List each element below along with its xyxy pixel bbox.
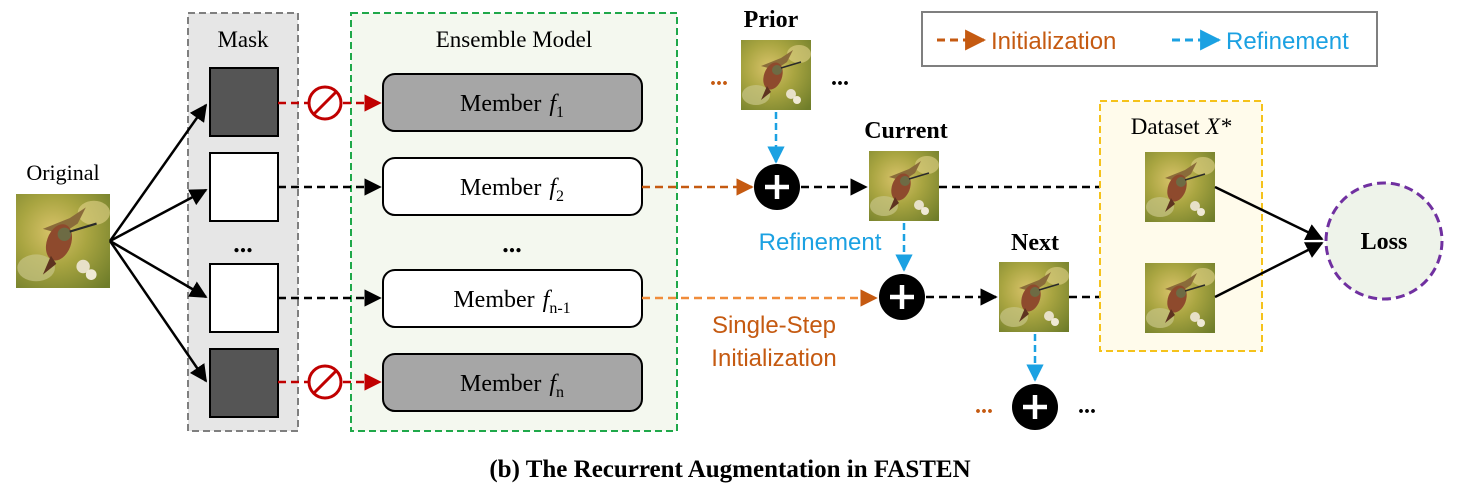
- arrow-orig-mask-1: [108, 103, 208, 242]
- arrow-orig-mask-3: [109, 239, 208, 299]
- original-image: [16, 194, 110, 288]
- next-label: Next: [1011, 230, 1059, 256]
- ensemble-ellipsis: ...: [502, 229, 522, 258]
- mask-ellipsis: ...: [233, 229, 253, 258]
- single-step-label-2: Initialization: [711, 345, 836, 372]
- mask-square-1: [209, 67, 279, 137]
- loss-block: Loss: [1214, 181, 1444, 301]
- original-to-mask-arrows: [108, 103, 208, 383]
- arrow-dataset1-loss: [1214, 185, 1324, 241]
- mask-square-3: [209, 263, 279, 333]
- blocked-icon-2: [307, 364, 343, 400]
- ensemble-title: Ensemble Model: [436, 27, 593, 52]
- plus-node-3: ... ...: [975, 384, 1096, 430]
- arrow-orig-mask-4: [108, 240, 208, 383]
- blocked-icon-1: [307, 85, 343, 121]
- arrow-orig-mask-2: [109, 188, 208, 243]
- next-image: [999, 262, 1069, 332]
- prior-right-ellipsis: ...: [831, 65, 849, 91]
- original-block: Original: [16, 160, 110, 288]
- figure-caption: (b) The Recurrent Augmentation in FASTEN: [489, 456, 970, 483]
- prior-image: [741, 40, 811, 110]
- plus3-right-ellipsis: ...: [1078, 393, 1096, 419]
- current-image: [869, 151, 939, 221]
- dataset-image-2: [1145, 263, 1215, 333]
- mask-title: Mask: [217, 27, 269, 52]
- prior-label: Prior: [744, 7, 799, 33]
- single-step-label-1: Single-Step: [712, 312, 836, 339]
- mask-to-member-arrows: [278, 85, 382, 400]
- mask-square-4: [209, 348, 279, 418]
- prior-left-ellipsis: ...: [710, 65, 728, 91]
- dataset-image-1: [1145, 152, 1215, 222]
- original-label: Original: [26, 160, 99, 185]
- legend-init-label: Initialization: [991, 28, 1116, 55]
- arrow-dataset2-loss: [1214, 241, 1324, 299]
- legend-frame: [921, 11, 1378, 67]
- current-block: Current Refinement: [759, 118, 1145, 272]
- refinement-label: Refinement: [759, 229, 882, 256]
- legend-refine-label: Refinement: [1226, 28, 1349, 55]
- legend: Initialization Refinement: [921, 11, 1378, 67]
- current-label: Current: [864, 118, 948, 144]
- plus-node-2: Single-Step Initialization: [642, 274, 998, 372]
- plus3-left-ellipsis: ...: [975, 393, 993, 419]
- plus-node-1: [642, 164, 868, 210]
- member-box-4: [382, 353, 643, 412]
- next-block: Next: [999, 230, 1145, 382]
- mask-panel: Mask ...: [187, 12, 299, 432]
- loss-label: Loss: [1361, 229, 1408, 255]
- loss-circle: [1324, 181, 1444, 301]
- member-box-1: [382, 73, 643, 132]
- prior-block: Prior ... ...: [710, 7, 849, 164]
- mask-square-2: [209, 152, 279, 222]
